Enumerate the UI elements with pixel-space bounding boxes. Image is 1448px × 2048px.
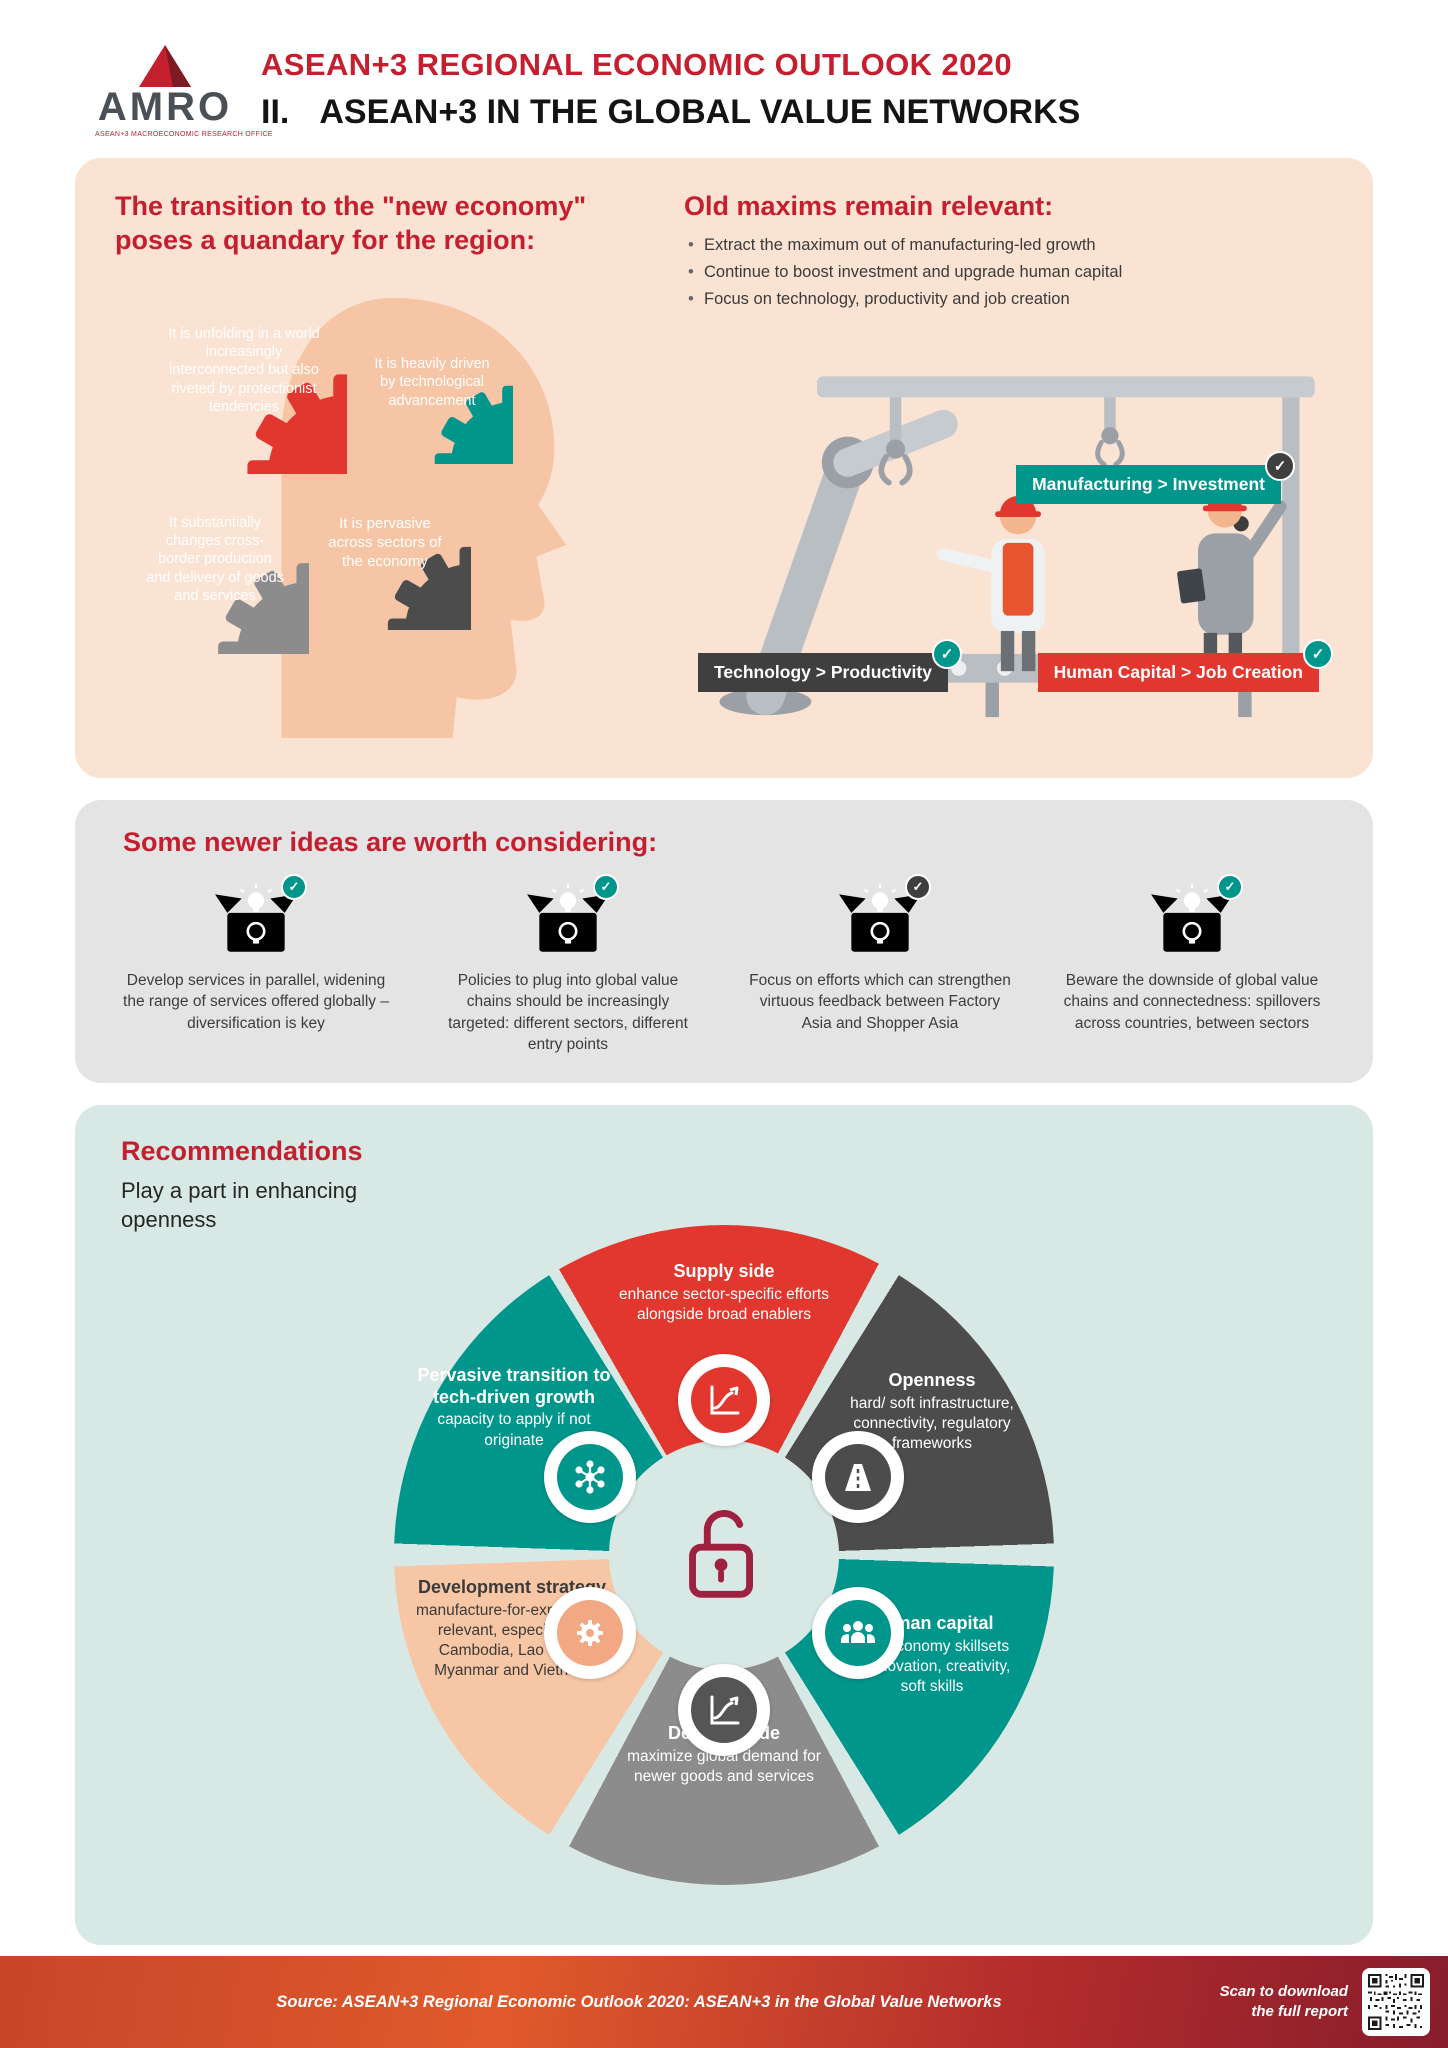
source-citation: Source: ASEAN+3 Regional Economic Outloo… [276, 1992, 1002, 2011]
check-icon [1217, 873, 1243, 900]
ideas-heading: Some newer ideas are worth considering: [123, 827, 658, 857]
amro-logo-text: AMRO [97, 84, 233, 129]
segment-body: enhance sector-specific efforts alongsid… [619, 1285, 829, 1323]
open-padlock-icon [689, 1510, 754, 1599]
check-icon [1265, 450, 1295, 481]
chapter-name: ASEAN+3 IN THE GLOBAL VALUE NETWORKS [319, 92, 1081, 131]
gear-text: It substantially changes cross-border pr… [146, 514, 284, 604]
badge-humancapital-jobcreation: Human Capital > Job Creation [1037, 638, 1333, 692]
line-chart-icon [710, 1695, 740, 1725]
check-icon [593, 873, 619, 900]
idea-text: Beware the downside of global value chai… [1063, 971, 1321, 1032]
qr-code-pattern [1368, 1974, 1424, 2030]
scan-note: Scan to download the full report [1219, 1982, 1348, 2020]
factory-illustration: Manufacturing > Investment Technology > … [684, 317, 1333, 719]
segment-openness: Openness hard/ soft infrastructure, conn… [842, 1370, 1022, 1454]
gear-icon [577, 1620, 603, 1647]
demand-chart-node [678, 1664, 770, 1757]
idea-text: Focus on efforts which can strengthen vi… [749, 971, 1011, 1032]
quandary-column: The transition to the "new economy" pose… [115, 190, 660, 760]
segment-body: maximize global demand for newer goods a… [627, 1747, 821, 1785]
segment-title: Development strategy [417, 1577, 607, 1598]
infrastructure-road-icon [845, 1464, 871, 1492]
idea-downside: Beware the downside of global value chai… [1059, 873, 1325, 1056]
gear-text: It is unfolding in a world increasingly … [168, 325, 320, 415]
segment-title: Openness [888, 1370, 976, 1391]
segment-body: capacity to apply if not originate [437, 1411, 591, 1449]
chapter-title: II. ASEAN+3 IN THE GLOBAL VALUE NETWORKS [261, 93, 1080, 132]
idea-feedback: Focus on efforts which can strengthen vi… [747, 873, 1013, 1056]
recommendations-heading: Recommendations [121, 1136, 363, 1167]
segment-tech-transition: Pervasive transition to tech-driven grow… [416, 1365, 612, 1450]
maxims-heading: Old maxims remain relevant: [684, 191, 1054, 221]
maxims-list: Extract the maximum out of manufacturing… [684, 236, 1333, 309]
footer: Source: ASEAN+3 Regional Economic Outloo… [0, 1956, 1448, 2048]
line-chart-icon [710, 1385, 740, 1415]
check-icon [931, 638, 962, 669]
section-recommendations: Recommendations Play a part in enhancing… [75, 1105, 1373, 1946]
recommendations-subheading: Play a part in enhancing openness [121, 1178, 358, 1232]
gear-text: It is heavily driven by technological ad… [374, 356, 490, 409]
maxim-bullet: Continue to boost investment and upgrade… [684, 263, 1333, 282]
people-icon [841, 1621, 875, 1644]
idea-text: Develop services in parallel, widening t… [123, 971, 389, 1032]
recommendations-wheel: Supply side enhance sector-specific effo… [394, 1225, 1054, 1886]
idea-text: Policies to plug into global value chain… [448, 971, 688, 1053]
maxim-bullet: Extract the maximum out of manufacturing… [684, 236, 1333, 255]
section-new-economy: The transition to the "new economy" pose… [75, 158, 1373, 778]
header: AMRO ASEAN+3 MACROECONOMIC RESEARCH OFFI… [0, 0, 1448, 158]
qr-code [1362, 1968, 1430, 2036]
ideas-grid: Develop services in parallel, widening t… [123, 873, 1325, 1056]
report-title: ASEAN+3 REGIONAL ECONOMIC OUTLOOK 2020 [261, 46, 1013, 82]
segment-supply-side: Supply side enhance sector-specific effo… [599, 1261, 849, 1325]
gear-technology: It is heavily driven by technological ad… [351, 302, 513, 464]
openness-node [812, 1431, 904, 1524]
supply-chart-node [678, 1354, 770, 1447]
badge-technology-productivity: Technology > Productivity [698, 638, 962, 692]
segment-title: Pervasive transition to tech-driven grow… [417, 1365, 611, 1407]
gear-crossborder: It substantially changes cross-border pr… [121, 466, 309, 654]
segment-title: Supply side [673, 1261, 775, 1282]
quandary-heading: The transition to the "new economy" pose… [115, 191, 587, 255]
segment-body: hard/ soft infrastructure, connectivity,… [850, 1394, 1014, 1453]
badge-manufacturing-investment: Manufacturing > Investment [1016, 450, 1295, 504]
gear-protectionism: It is unfolding in a world increasingly … [141, 268, 347, 474]
wheel-center [609, 1440, 839, 1671]
tech-transition-node [544, 1431, 636, 1524]
check-icon [1303, 638, 1333, 669]
amro-logo-mountain-icon [95, 41, 235, 87]
check-icon [905, 873, 931, 900]
check-icon [281, 873, 307, 900]
maxim-bullet: Focus on technology, productivity and jo… [684, 290, 1333, 309]
badge-label: Technology > Productivity [714, 661, 932, 682]
development-strategy-node [544, 1587, 636, 1680]
network-icon [575, 1460, 605, 1494]
maxims-column: Old maxims remain relevant: Extract the … [684, 190, 1333, 760]
gear-pervasive: It is pervasive across sectors of the ec… [299, 458, 471, 630]
badge-label: Human Capital > Job Creation [1053, 661, 1303, 682]
head-gears-illustration: It is unfolding in a world increasingly … [115, 268, 660, 738]
badge-label: Manufacturing > Investment [1032, 473, 1265, 494]
chapter-number: II. [261, 92, 290, 131]
section-newer-ideas: Some newer ideas are worth considering: … [75, 800, 1373, 1084]
amro-logo-subtext: ASEAN+3 MACROECONOMIC RESEARCH OFFICE [95, 130, 273, 138]
human-capital-node [812, 1587, 904, 1680]
idea-services: Develop services in parallel, widening t… [123, 873, 389, 1056]
idea-policies: Policies to plug into global value chain… [435, 873, 701, 1056]
amro-logo: AMRO ASEAN+3 MACROECONOMIC RESEARCH OFFI… [95, 41, 273, 138]
gear-text: It is pervasive across sectors of the ec… [328, 515, 442, 570]
title-block: ASEAN+3 REGIONAL ECONOMIC OUTLOOK 2020 I… [261, 47, 1080, 132]
